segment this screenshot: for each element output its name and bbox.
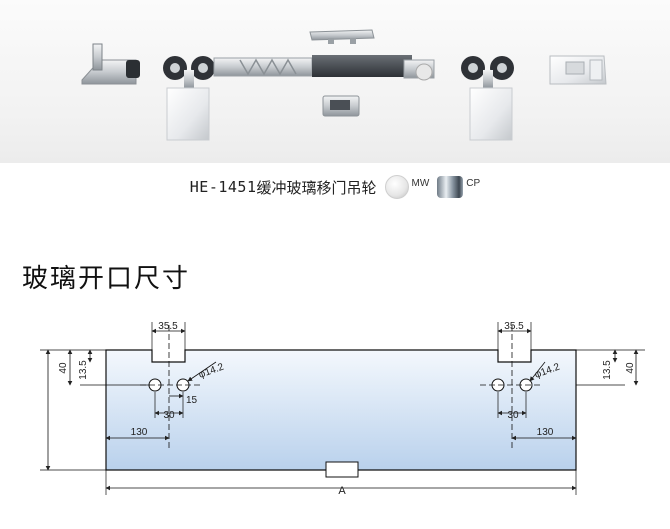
product-photo [0, 0, 670, 163]
product-title: 缓冲玻璃移门吊轮 [256, 178, 377, 197]
glass-panel [105, 349, 577, 471]
right-notch-width-label: 35.5 [504, 321, 524, 332]
overall-width-label: A [338, 485, 346, 497]
dimension-lines [45, 328, 639, 491]
left-hole-spacing-label: 30 [163, 410, 175, 421]
finish-mw: MW [384, 175, 430, 199]
section-title: 玻璃开口尺寸 [22, 264, 191, 294]
hole-offset-label: 15 [186, 395, 198, 406]
finish-code: MW [411, 177, 430, 189]
right-hole-spacing-label: 30 [507, 410, 519, 421]
model-number: HE-1451 [189, 178, 257, 196]
finish-cp: CP [437, 176, 480, 198]
right-roller [461, 56, 514, 88]
right-notch-depth-label: 13.5 [602, 360, 613, 380]
cp-finish-swatch-icon [437, 176, 464, 198]
right-height-label: 40 [625, 362, 636, 374]
left-edge-offset-label: 130 [131, 427, 148, 438]
glass-cutout-drawing: 35.5 35.5 φ14.2 φ14.2 40 13.5 13.5 40 15… [40, 321, 645, 497]
left-stopper [81, 43, 140, 85]
extension-lines [40, 322, 645, 495]
right-stopper [549, 55, 607, 85]
bottom-guide-slot [325, 461, 359, 478]
left-roller [163, 56, 215, 88]
finish-code: CP [466, 177, 481, 189]
right-glass-clamp [469, 87, 513, 141]
mw-finish-swatch-icon [384, 175, 409, 199]
product-components-illustration [81, 29, 607, 141]
left-height-label: 40 [58, 362, 69, 374]
right-edge-offset-label: 130 [537, 427, 554, 438]
product-caption: HE-1451 缓冲玻璃移门吊轮 MW CP [0, 172, 670, 202]
left-notch-depth-label: 13.5 [78, 360, 89, 380]
right-diameter-leader [529, 361, 546, 382]
left-notch-width-label: 35.5 [158, 321, 178, 332]
left-diameter-leader [187, 361, 217, 382]
left-glass-clamp [166, 87, 210, 141]
top-mounting-bracket [309, 29, 375, 44]
trigger-block [322, 95, 360, 117]
soft-close-damper [213, 55, 435, 81]
